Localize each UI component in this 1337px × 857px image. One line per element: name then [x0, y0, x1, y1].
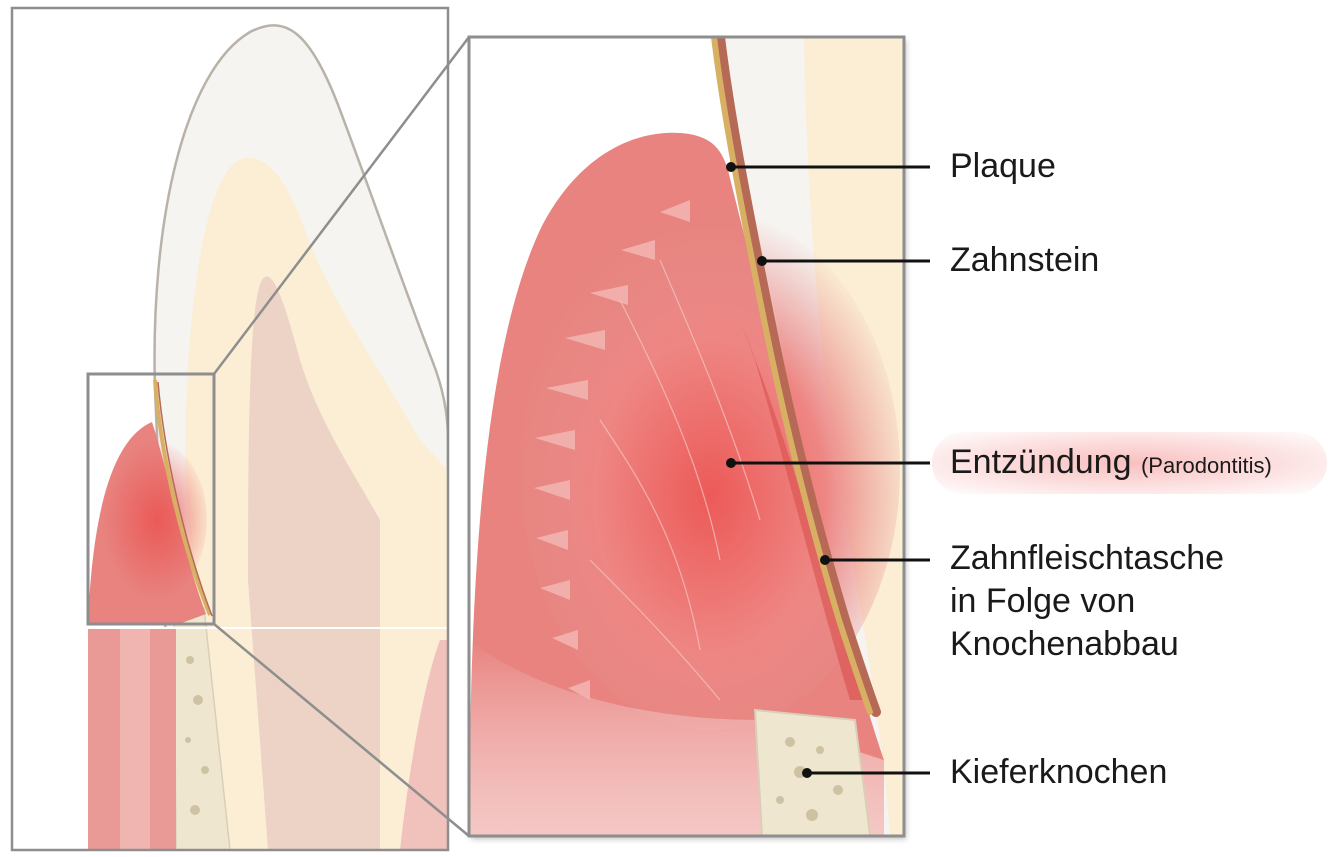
label-zahnfleischtasche: Zahnfleischtasche in Folge von Knochenab… [950, 537, 1224, 666]
label-zahnfleischtasche-line-2: in Folge von [950, 580, 1224, 623]
leader-dot-zahnstein [757, 256, 767, 266]
label-entzuendung-main: Entzündung [950, 443, 1132, 481]
label-entzuendung-note: (Parodontitis) [1141, 453, 1272, 478]
leader-dot-zahnfleischtasche [820, 555, 830, 565]
label-zahnstein: Zahnstein [950, 240, 1099, 280]
leader-dot-entzuendung [726, 458, 736, 468]
label-zahnfleischtasche-line-3: Knochenabbau [950, 623, 1224, 666]
label-zahnfleischtasche-line-1: Zahnfleischtasche [950, 537, 1224, 580]
label-plaque: Plaque [950, 146, 1056, 186]
leader-dot-kieferknochen [802, 768, 812, 778]
label-entzuendung: Entzündung (Parodontitis) [950, 442, 1272, 486]
label-kieferknochen: Kieferknochen [950, 752, 1167, 792]
leader-dot-plaque [726, 162, 736, 172]
overview-panel [12, 8, 448, 850]
